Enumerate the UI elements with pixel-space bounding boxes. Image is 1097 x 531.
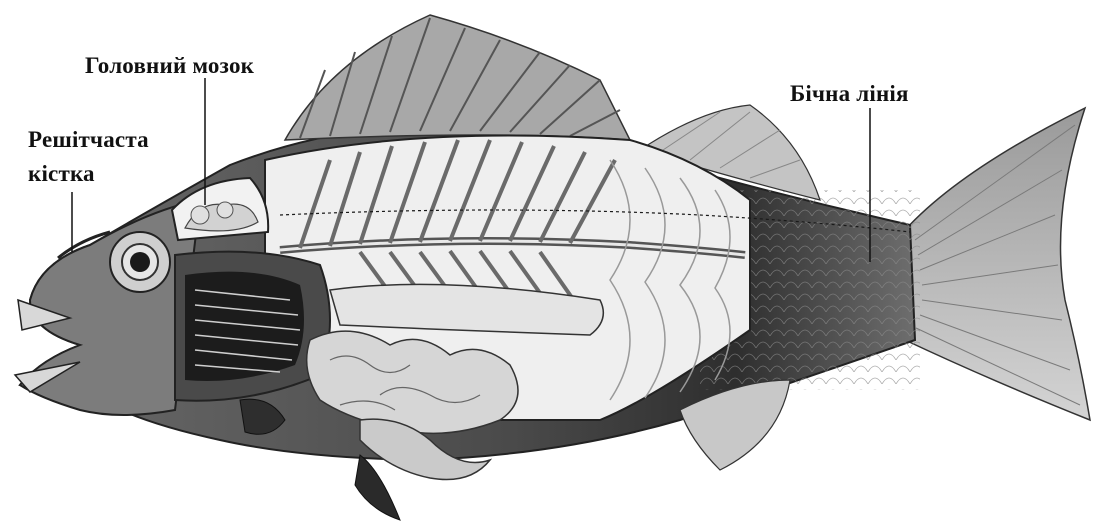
label-ethmoid-line2: кістка	[28, 160, 95, 187]
label-lateral-line: Бічна лінія	[790, 80, 909, 107]
label-ethmoid-line1: Решітчаста	[28, 126, 149, 153]
tail-fin	[905, 108, 1090, 420]
dorsal-fin	[285, 15, 630, 140]
label-brain: Головний мозок	[85, 52, 254, 79]
